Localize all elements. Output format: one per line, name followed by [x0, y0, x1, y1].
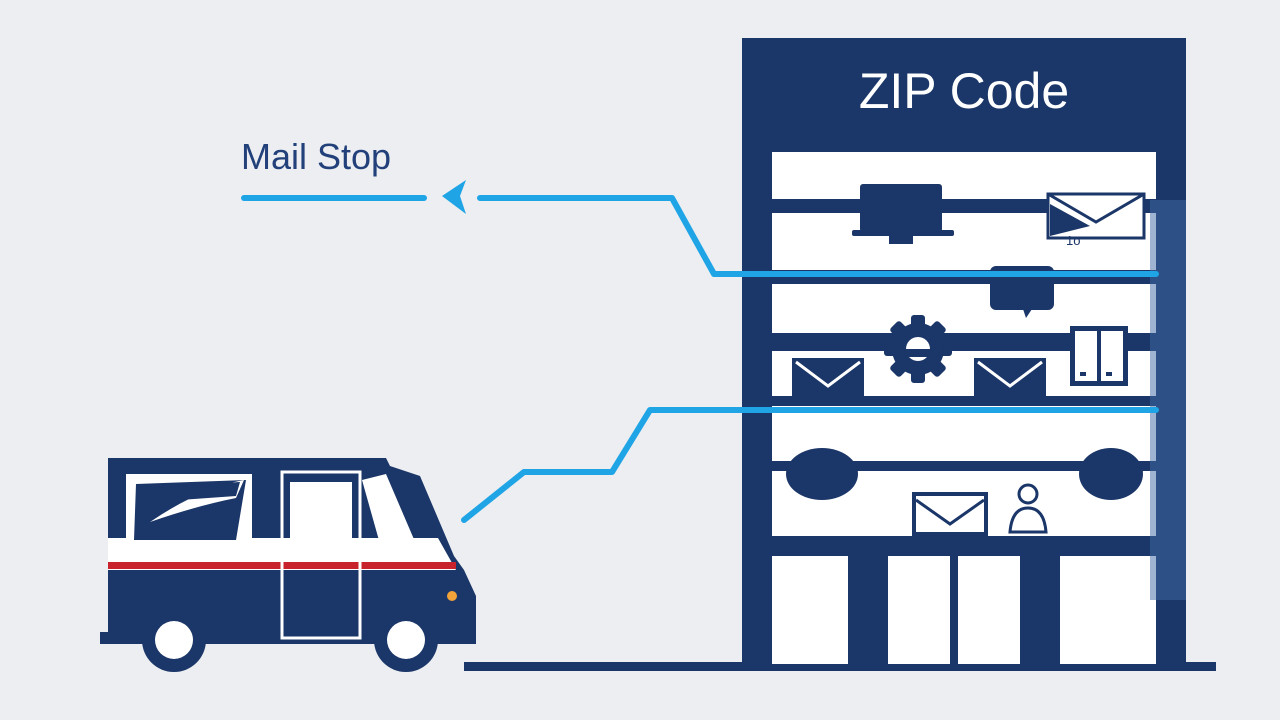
envelope-icon	[974, 358, 1046, 398]
envelope-icon	[1046, 192, 1146, 240]
small-mark-label: 1o	[1066, 233, 1081, 248]
usps-eagle-logo	[126, 474, 252, 544]
door-panel	[888, 556, 950, 664]
mail-stop-label: Mail Stop	[241, 136, 392, 177]
route-arrowhead	[442, 180, 466, 214]
shelf-bar	[772, 396, 1156, 406]
mail-truck	[100, 458, 476, 672]
shelf-bar	[772, 333, 1156, 351]
person-icon	[1008, 483, 1048, 534]
shelf-bar	[772, 461, 1156, 471]
door-panel	[1060, 556, 1156, 664]
envelope-icon	[912, 492, 988, 536]
truck-headlight	[447, 591, 457, 601]
gear-icon	[884, 315, 952, 383]
route-lines	[241, 195, 1159, 523]
truck-wheel	[142, 608, 206, 672]
oval-badge	[1079, 448, 1143, 500]
ground-line	[464, 662, 1216, 671]
door-panel	[958, 556, 1020, 664]
shelf-bar	[772, 536, 1156, 556]
zip-code-building	[742, 38, 1186, 664]
building-glow	[1150, 200, 1186, 600]
truck-windshield	[362, 474, 416, 544]
route-line-lower	[461, 407, 1159, 523]
envelope-icon	[792, 358, 864, 398]
door-panel	[772, 556, 848, 664]
truck-door	[280, 470, 362, 640]
server-icon	[1070, 326, 1128, 386]
truck-door-window	[290, 482, 352, 540]
monitor-icon	[852, 184, 954, 244]
truck-wheel	[374, 608, 438, 672]
zip-code-title: ZIP Code	[858, 63, 1070, 119]
route-line-upper	[477, 195, 1159, 277]
oval-badge	[786, 448, 858, 500]
